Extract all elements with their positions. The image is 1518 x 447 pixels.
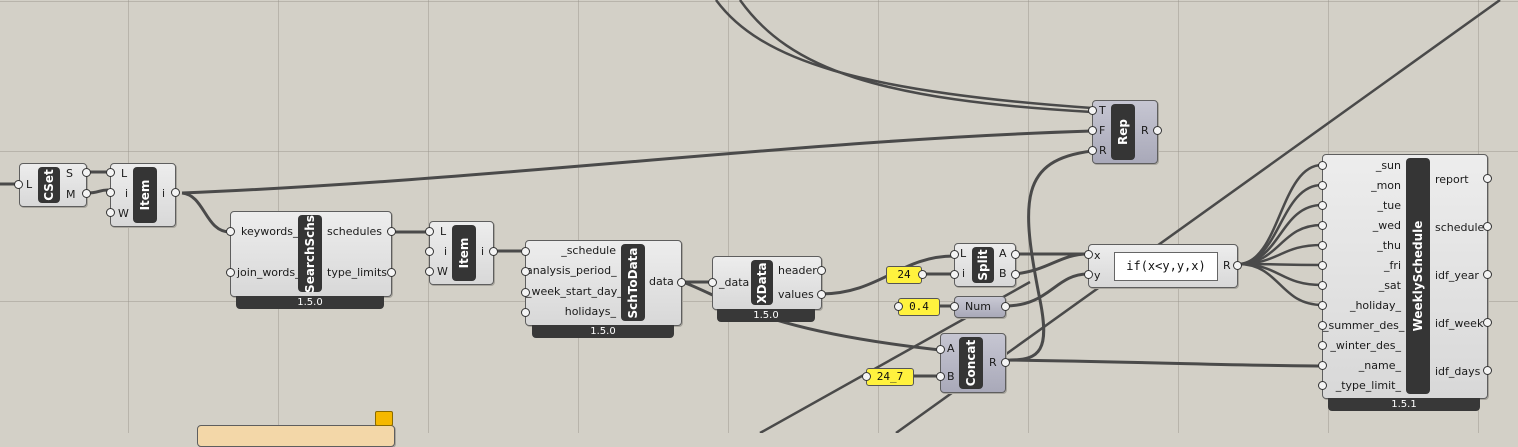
wire-top-1 bbox=[714, 0, 1093, 110]
sch-input-schedule: _schedule bbox=[561, 244, 616, 257]
expr-input-x: x bbox=[1094, 249, 1101, 262]
weekly-input-mon: _mon bbox=[1371, 179, 1401, 192]
item1-input-w: W bbox=[118, 207, 129, 220]
wire-item-search bbox=[181, 191, 231, 234]
item1-input-l: L bbox=[121, 167, 128, 180]
xdata-component[interactable]: _data XData header values bbox=[712, 256, 822, 310]
weekly-input-name: _name_ bbox=[1358, 359, 1401, 372]
cset-component[interactable]: L CSet S M bbox=[19, 163, 87, 207]
weekly-input-winter: _winter_des_ bbox=[1330, 339, 1401, 352]
item2-input-w: W bbox=[437, 265, 448, 278]
expression-component[interactable]: x y if(x<y,y,x) R bbox=[1088, 244, 1238, 288]
weekly-input-wed: _wed bbox=[1372, 219, 1401, 232]
split-input-i: i bbox=[962, 267, 966, 280]
panel-24[interactable]: 24 bbox=[886, 266, 922, 284]
num-component[interactable]: Num bbox=[954, 296, 1006, 318]
rep-input-f: F bbox=[1099, 124, 1106, 137]
item2-input-i: i bbox=[444, 245, 448, 258]
num-nickname: Num bbox=[965, 300, 991, 313]
search-input-joinwords: join_words_ bbox=[237, 266, 301, 279]
wires bbox=[0, 0, 1501, 433]
expr-input-y: y bbox=[1094, 269, 1101, 282]
weekly-input-fri: _fri bbox=[1384, 259, 1401, 272]
wire-item-to-rep bbox=[181, 129, 1093, 195]
searchschs-version: 1.5.0 bbox=[236, 296, 384, 309]
xdata-version: 1.5.0 bbox=[717, 309, 815, 322]
xdata-nickname: XData bbox=[751, 260, 773, 305]
item2-output-i: i bbox=[481, 245, 485, 258]
cset-output-m: M bbox=[66, 188, 76, 201]
sch-output-data: data bbox=[649, 275, 674, 288]
rep-output-r: R bbox=[1141, 124, 1149, 137]
wire-fan bbox=[1237, 163, 1323, 307]
weeklyschedule-version: 1.5.1 bbox=[1328, 398, 1480, 411]
split-nickname: Split bbox=[972, 247, 994, 283]
weekly-output-idfyear: idf_year bbox=[1435, 269, 1479, 282]
sch-input-period: analysis_period_ bbox=[526, 264, 617, 277]
wire-concat-to-rep bbox=[1009, 149, 1093, 362]
split-output-b: B bbox=[999, 267, 1007, 280]
schtodata-nickname: SchToData bbox=[621, 244, 645, 321]
expr-output-r: R bbox=[1223, 259, 1231, 272]
cset-input-l: L bbox=[26, 178, 33, 191]
weekly-input-typelimit: _type_limit_ bbox=[1335, 379, 1401, 392]
weekly-input-sun: _sun bbox=[1375, 159, 1401, 172]
weekly-input-sat: _sat bbox=[1378, 279, 1401, 292]
rep-input-t: T bbox=[1099, 104, 1106, 117]
searchschs-nickname: SearchSchs bbox=[298, 215, 322, 292]
weekly-output-schedule: schedule bbox=[1435, 221, 1485, 234]
split-output-a: A bbox=[999, 247, 1007, 260]
weekly-output-idfdays: idf_days bbox=[1435, 365, 1481, 378]
weekly-input-tue: _tue bbox=[1377, 199, 1401, 212]
sch-input-holidays: holidays_ bbox=[564, 305, 616, 318]
weeklyschedule-nickname: WeeklySchedule bbox=[1406, 158, 1430, 394]
concat-output-r: R bbox=[989, 356, 997, 369]
panel-24-7[interactable]: 24_7 bbox=[866, 368, 914, 386]
cset-output-s: S bbox=[66, 167, 73, 180]
weekly-output-report: report bbox=[1435, 173, 1469, 186]
wire-concat-weekly bbox=[1004, 358, 1323, 368]
concat-nickname: Concat bbox=[959, 337, 983, 389]
expression-text[interactable]: if(x<y,y,x) bbox=[1114, 252, 1218, 281]
weekly-output-idfweek: idf_week bbox=[1435, 317, 1484, 330]
rep-nickname: Rep bbox=[1111, 104, 1135, 160]
offscreen-component[interactable] bbox=[197, 425, 395, 447]
rep-component[interactable]: T F R Rep R bbox=[1092, 100, 1158, 164]
message-balloon-icon[interactable] bbox=[375, 411, 393, 426]
item1-nickname: Item bbox=[133, 167, 157, 223]
schtodata-component[interactable]: _schedule analysis_period_ _week_start_d… bbox=[525, 240, 682, 326]
panel-0-4[interactable]: 0.4 bbox=[898, 298, 940, 316]
weeklyschedule-component[interactable]: _sun _mon _tue _wed _thu _fri _sat _holi… bbox=[1322, 154, 1488, 399]
split-component[interactable]: L i Split A B bbox=[954, 243, 1016, 287]
item2-input-l: L bbox=[440, 225, 447, 238]
schtodata-version: 1.5.0 bbox=[532, 325, 674, 338]
search-output-schedules: schedules bbox=[327, 225, 383, 238]
rep-input-r: R bbox=[1099, 144, 1107, 157]
split-input-l: L bbox=[960, 247, 967, 260]
item1-input-i: i bbox=[125, 187, 129, 200]
search-input-keywords: keywords_ bbox=[241, 225, 299, 238]
xdata-output-header: header bbox=[778, 264, 817, 277]
weekly-input-holiday: _holiday_ bbox=[1349, 299, 1401, 312]
weekly-input-summer: _summer_des_ bbox=[1323, 319, 1405, 332]
xdata-output-values: values bbox=[778, 288, 814, 301]
wire-num-expr bbox=[1004, 272, 1089, 308]
item-component-1[interactable]: L i W Item i bbox=[110, 163, 176, 227]
concat-input-a: A bbox=[947, 342, 955, 355]
cset-nickname: CSet bbox=[38, 167, 60, 203]
item-component-2[interactable]: L i W Item i bbox=[429, 221, 494, 285]
xdata-input-data: _data bbox=[719, 276, 750, 289]
sch-input-weekstart: _week_start_day_ bbox=[526, 285, 623, 298]
item2-nickname: Item bbox=[452, 225, 476, 281]
search-output-typelimits: type_limits bbox=[327, 266, 388, 279]
weekly-input-thu: _thu bbox=[1377, 239, 1401, 252]
wire-split-expr-2 bbox=[1014, 252, 1089, 276]
concat-component[interactable]: A B Concat R bbox=[940, 333, 1006, 393]
searchschs-component[interactable]: keywords_ join_words_ SearchSchs schedul… bbox=[230, 211, 392, 297]
wire-top-2 bbox=[738, 0, 1093, 114]
item1-output-i: i bbox=[162, 187, 166, 200]
concat-input-b: B bbox=[947, 370, 955, 383]
